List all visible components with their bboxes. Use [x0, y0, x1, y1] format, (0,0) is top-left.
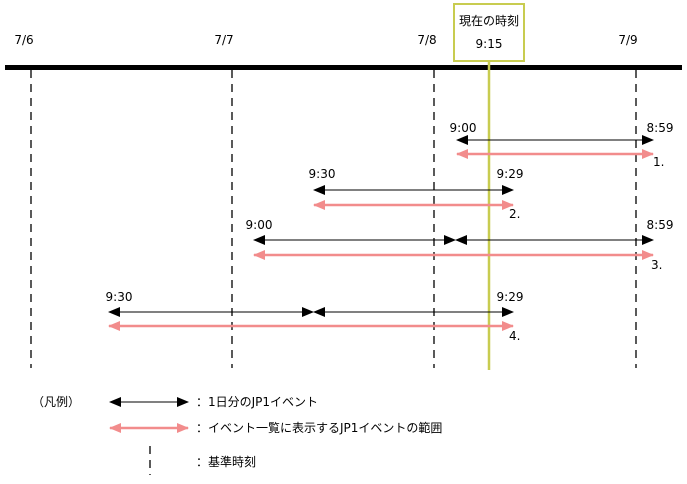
row1-start-label: 9:00: [450, 121, 477, 135]
current-time-value: 9:15: [476, 37, 503, 51]
date-label-7-7: 7/7: [214, 33, 233, 47]
legend-title: （凡例）: [32, 395, 80, 409]
date-label-7-8: 7/8: [417, 33, 436, 47]
row2-end-label: 9:29: [497, 167, 524, 181]
current-time-box: [453, 3, 525, 62]
row4-number: 4.: [509, 329, 520, 343]
row4-end-label: 9:29: [497, 290, 524, 304]
current-time-title: 現在の時刻: [459, 14, 519, 28]
date-label-7-9: 7/9: [618, 33, 637, 47]
legend-list-range-label: ：イベント一覧に表示するJP1イベントの範囲: [196, 420, 442, 435]
row3-number: 3.: [651, 258, 662, 272]
row1-end-label: 8:59: [647, 121, 674, 135]
row3-start-label: 9:00: [246, 218, 273, 232]
legend-day-event-label: ：1日分のJP1イベント: [196, 395, 318, 409]
row2-start-label: 9:30: [309, 167, 336, 181]
row2-number: 2.: [509, 207, 520, 221]
row4-start-label: 9:30: [106, 290, 133, 304]
legend-reference-time-label: ：基準時刻: [196, 454, 256, 469]
row3-end-label: 8:59: [647, 218, 674, 232]
date-label-7-6: 7/6: [14, 33, 33, 47]
row1-number: 1.: [653, 155, 664, 169]
